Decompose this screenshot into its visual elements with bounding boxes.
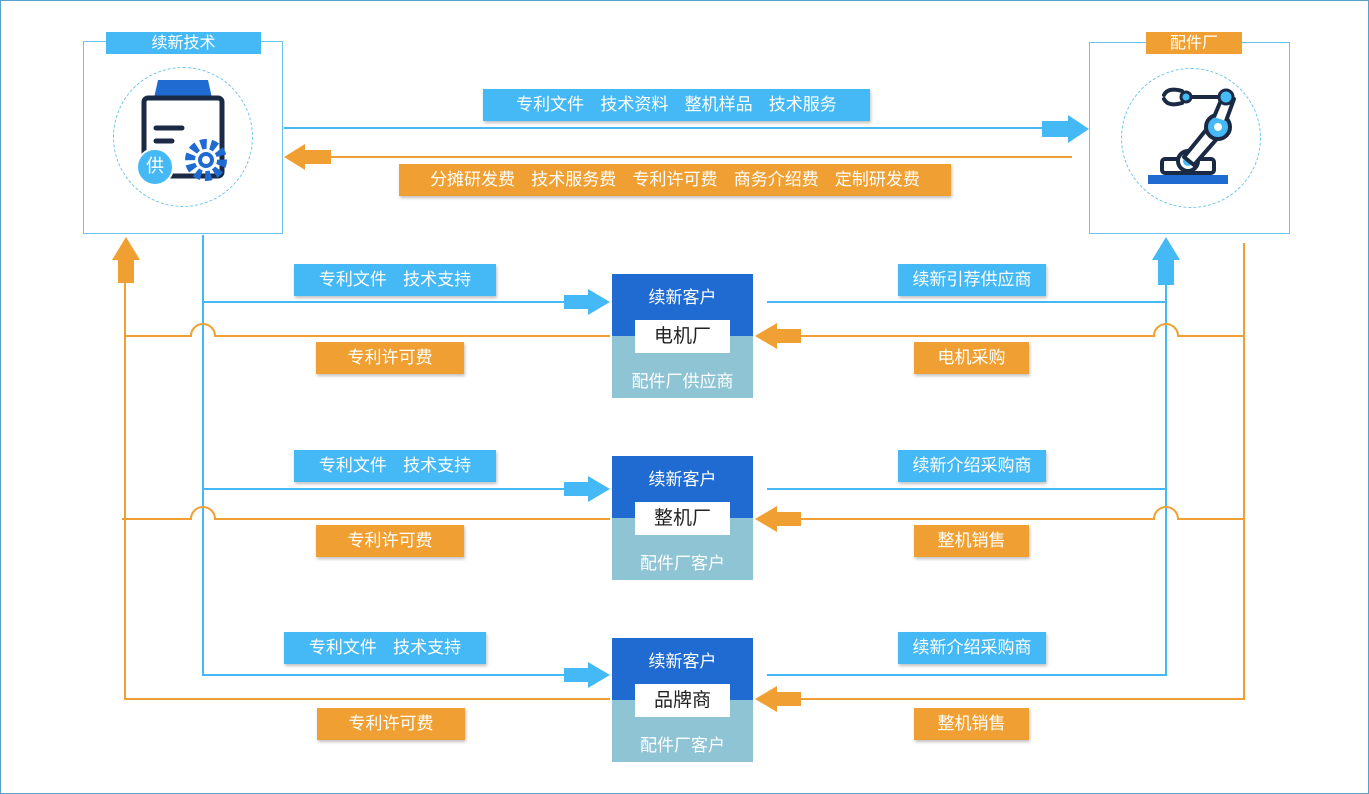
chip-left-out-3: 专利许可费 — [317, 708, 465, 740]
supplier-box-gear-icon — [141, 80, 227, 181]
chip-to-tech: 分摊研发费 技术服务费 专利许可费 商务介绍费 定制研发费 — [399, 164, 951, 196]
blue-trunk-left — [202, 235, 590, 676]
chip-left-in-3: 专利文件 技术支持 — [284, 632, 486, 664]
chip-left-out-2: 专利许可费 — [316, 525, 464, 557]
customer-header: 续新客户 — [648, 288, 717, 308]
customer-header: 续新客户 — [648, 470, 717, 490]
arrow-up-to-tech — [112, 237, 140, 283]
factory-icon-circle — [1121, 68, 1261, 208]
arrow-to-customer-3 — [564, 662, 610, 688]
chip-right-out-2: 整机销售 — [914, 525, 1029, 557]
orange-trunk-left — [124, 283, 610, 700]
arrow-to-customer-2 — [564, 476, 610, 502]
chip-left-in-2: 专利文件 技术支持 — [294, 450, 496, 482]
arrow-to-customer-1 — [564, 289, 610, 315]
factory-party-tag: 配件厂 — [1146, 32, 1242, 54]
customer-role: 配件厂客户 — [640, 736, 725, 756]
chip-left-out-1: 专利许可费 — [316, 342, 464, 374]
customer-name: 电机厂 — [635, 320, 730, 353]
chip-right-in-1: 续新引荐供应商 — [898, 264, 1046, 296]
customer-block-3: 续新客户 品牌商 配件厂客户 — [612, 638, 753, 762]
arrow-from-factory-3 — [755, 686, 801, 712]
orange-trunk-right — [800, 243, 1245, 700]
chip-right-in-2: 续新介绍采购商 — [898, 450, 1046, 482]
customer-header: 续新客户 — [648, 652, 717, 672]
arrow-to-tech — [284, 144, 331, 170]
tech-icon-circle: 供 — [113, 67, 253, 207]
chip-right-out-1: 电机采购 — [914, 342, 1029, 374]
factory-party-box — [1089, 42, 1290, 234]
supplier-badge: 供 — [136, 148, 174, 186]
customer-name: 整机厂 — [635, 502, 730, 535]
chip-left-in-1: 专利文件 技术支持 — [294, 264, 496, 296]
arrow-from-factory-1 — [755, 323, 801, 349]
arrow-from-factory-2 — [755, 506, 801, 532]
customer-role: 配件厂供应商 — [631, 372, 734, 392]
chip-right-in-3: 续新介绍采购商 — [898, 632, 1046, 664]
chip-to-factory: 专利文件 技术资料 整机样品 技术服务 — [483, 89, 870, 121]
chip-right-out-3: 整机销售 — [914, 708, 1029, 740]
arrow-to-factory — [1042, 115, 1089, 143]
robot-arm-icon — [1148, 87, 1236, 184]
blue-trunk-right — [767, 285, 1167, 676]
arrow-up-to-factory — [1152, 237, 1180, 285]
tech-party-box: 供 — [83, 41, 283, 234]
customer-block-2: 续新客户 整机厂 配件厂客户 — [612, 456, 753, 580]
customer-role: 配件厂客户 — [640, 554, 725, 574]
tech-party-tag: 续新技术 — [106, 32, 261, 54]
customer-block-1: 续新客户 电机厂 配件厂供应商 — [612, 274, 753, 398]
customer-name: 品牌商 — [635, 684, 730, 717]
